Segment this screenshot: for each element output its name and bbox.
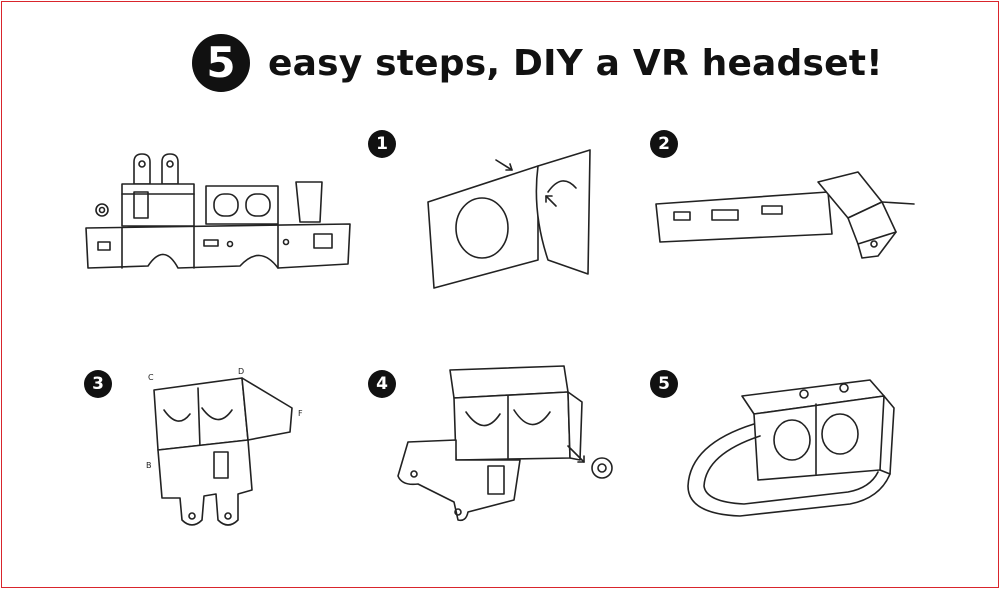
step-5-illustration	[687, 379, 895, 517]
title-text: easy steps, DIY a VR headset!	[268, 42, 883, 84]
fold-label-d: D	[238, 367, 244, 376]
step-4-badge: 4	[368, 370, 396, 398]
step-3-badge: 3	[84, 370, 112, 398]
fold-label-b: B	[146, 461, 152, 470]
step-3-illustration: C D F B	[146, 367, 303, 526]
fold-label-c: C	[148, 373, 154, 382]
step-4-illustration	[397, 365, 613, 522]
step-2-illustration	[655, 171, 915, 259]
step-2-badge: 2	[650, 130, 678, 158]
fold-label-f: F	[298, 409, 303, 418]
step-1-badge: 1	[368, 130, 396, 158]
title-number-badge: 5	[192, 34, 250, 92]
step-5-badge: 5	[650, 370, 678, 398]
kit-parts-illustration	[85, 153, 351, 269]
step-1-illustration	[427, 149, 591, 289]
page-title: 5 easy steps, DIY a VR headset!	[192, 32, 883, 94]
